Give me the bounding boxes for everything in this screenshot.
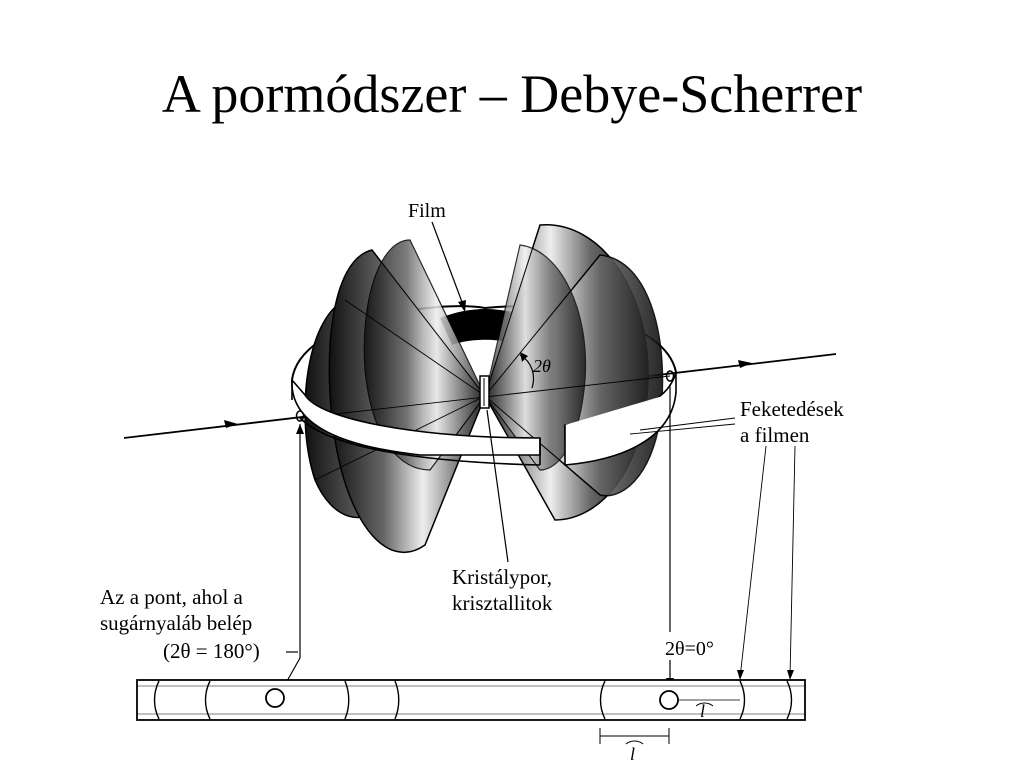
cone-generatrix-lines	[299, 224, 671, 546]
exit-hole	[665, 370, 675, 382]
right-diffraction-cones	[483, 224, 664, 521]
film-ring-front	[291, 370, 677, 466]
entry-point-label-1: Az a pont, ahol a	[100, 585, 244, 609]
two-theta-angle: 2θ	[519, 352, 551, 389]
arc-length-bracket-label: l	[630, 744, 635, 764]
zero-angle-callout: 2θ=0°	[665, 384, 714, 688]
powder-label-2: krisztallitok	[452, 591, 553, 615]
powder-sample	[479, 375, 490, 409]
two-theta-label: 2θ	[533, 356, 551, 376]
powder-callout: Kristálypor, krisztallitok	[452, 409, 553, 615]
slide-title: A pormódszer – Debye-Scherrer	[161, 64, 863, 124]
unrolled-film-strip	[136, 679, 806, 721]
blackening-callout: Feketedések a filmen	[629, 397, 844, 680]
entry-hole	[295, 410, 305, 422]
arc-length-markers: l l	[599, 701, 714, 764]
zero-angle-label: 2θ=0°	[665, 638, 714, 660]
blackening-label-2: a filmen	[740, 423, 810, 447]
entry-angle-label: (2θ = 180°)	[163, 639, 260, 663]
entry-point-callout: Az a pont, ahol a sugárnyaláb belép (2θ …	[100, 424, 304, 692]
film-entry-hole	[265, 688, 285, 708]
blackening-label: Feketedések	[740, 397, 844, 421]
film-callout: Film	[408, 200, 466, 312]
entry-point-label-2: sugárnyaláb belép	[100, 611, 252, 635]
arc-length-small-label: l	[700, 701, 705, 721]
powder-label: Kristálypor,	[452, 565, 552, 589]
left-diffraction-cones	[304, 239, 487, 554]
film-exit-hole	[659, 690, 679, 710]
film-label: Film	[408, 200, 446, 222]
film-strip-lines	[153, 680, 793, 720]
